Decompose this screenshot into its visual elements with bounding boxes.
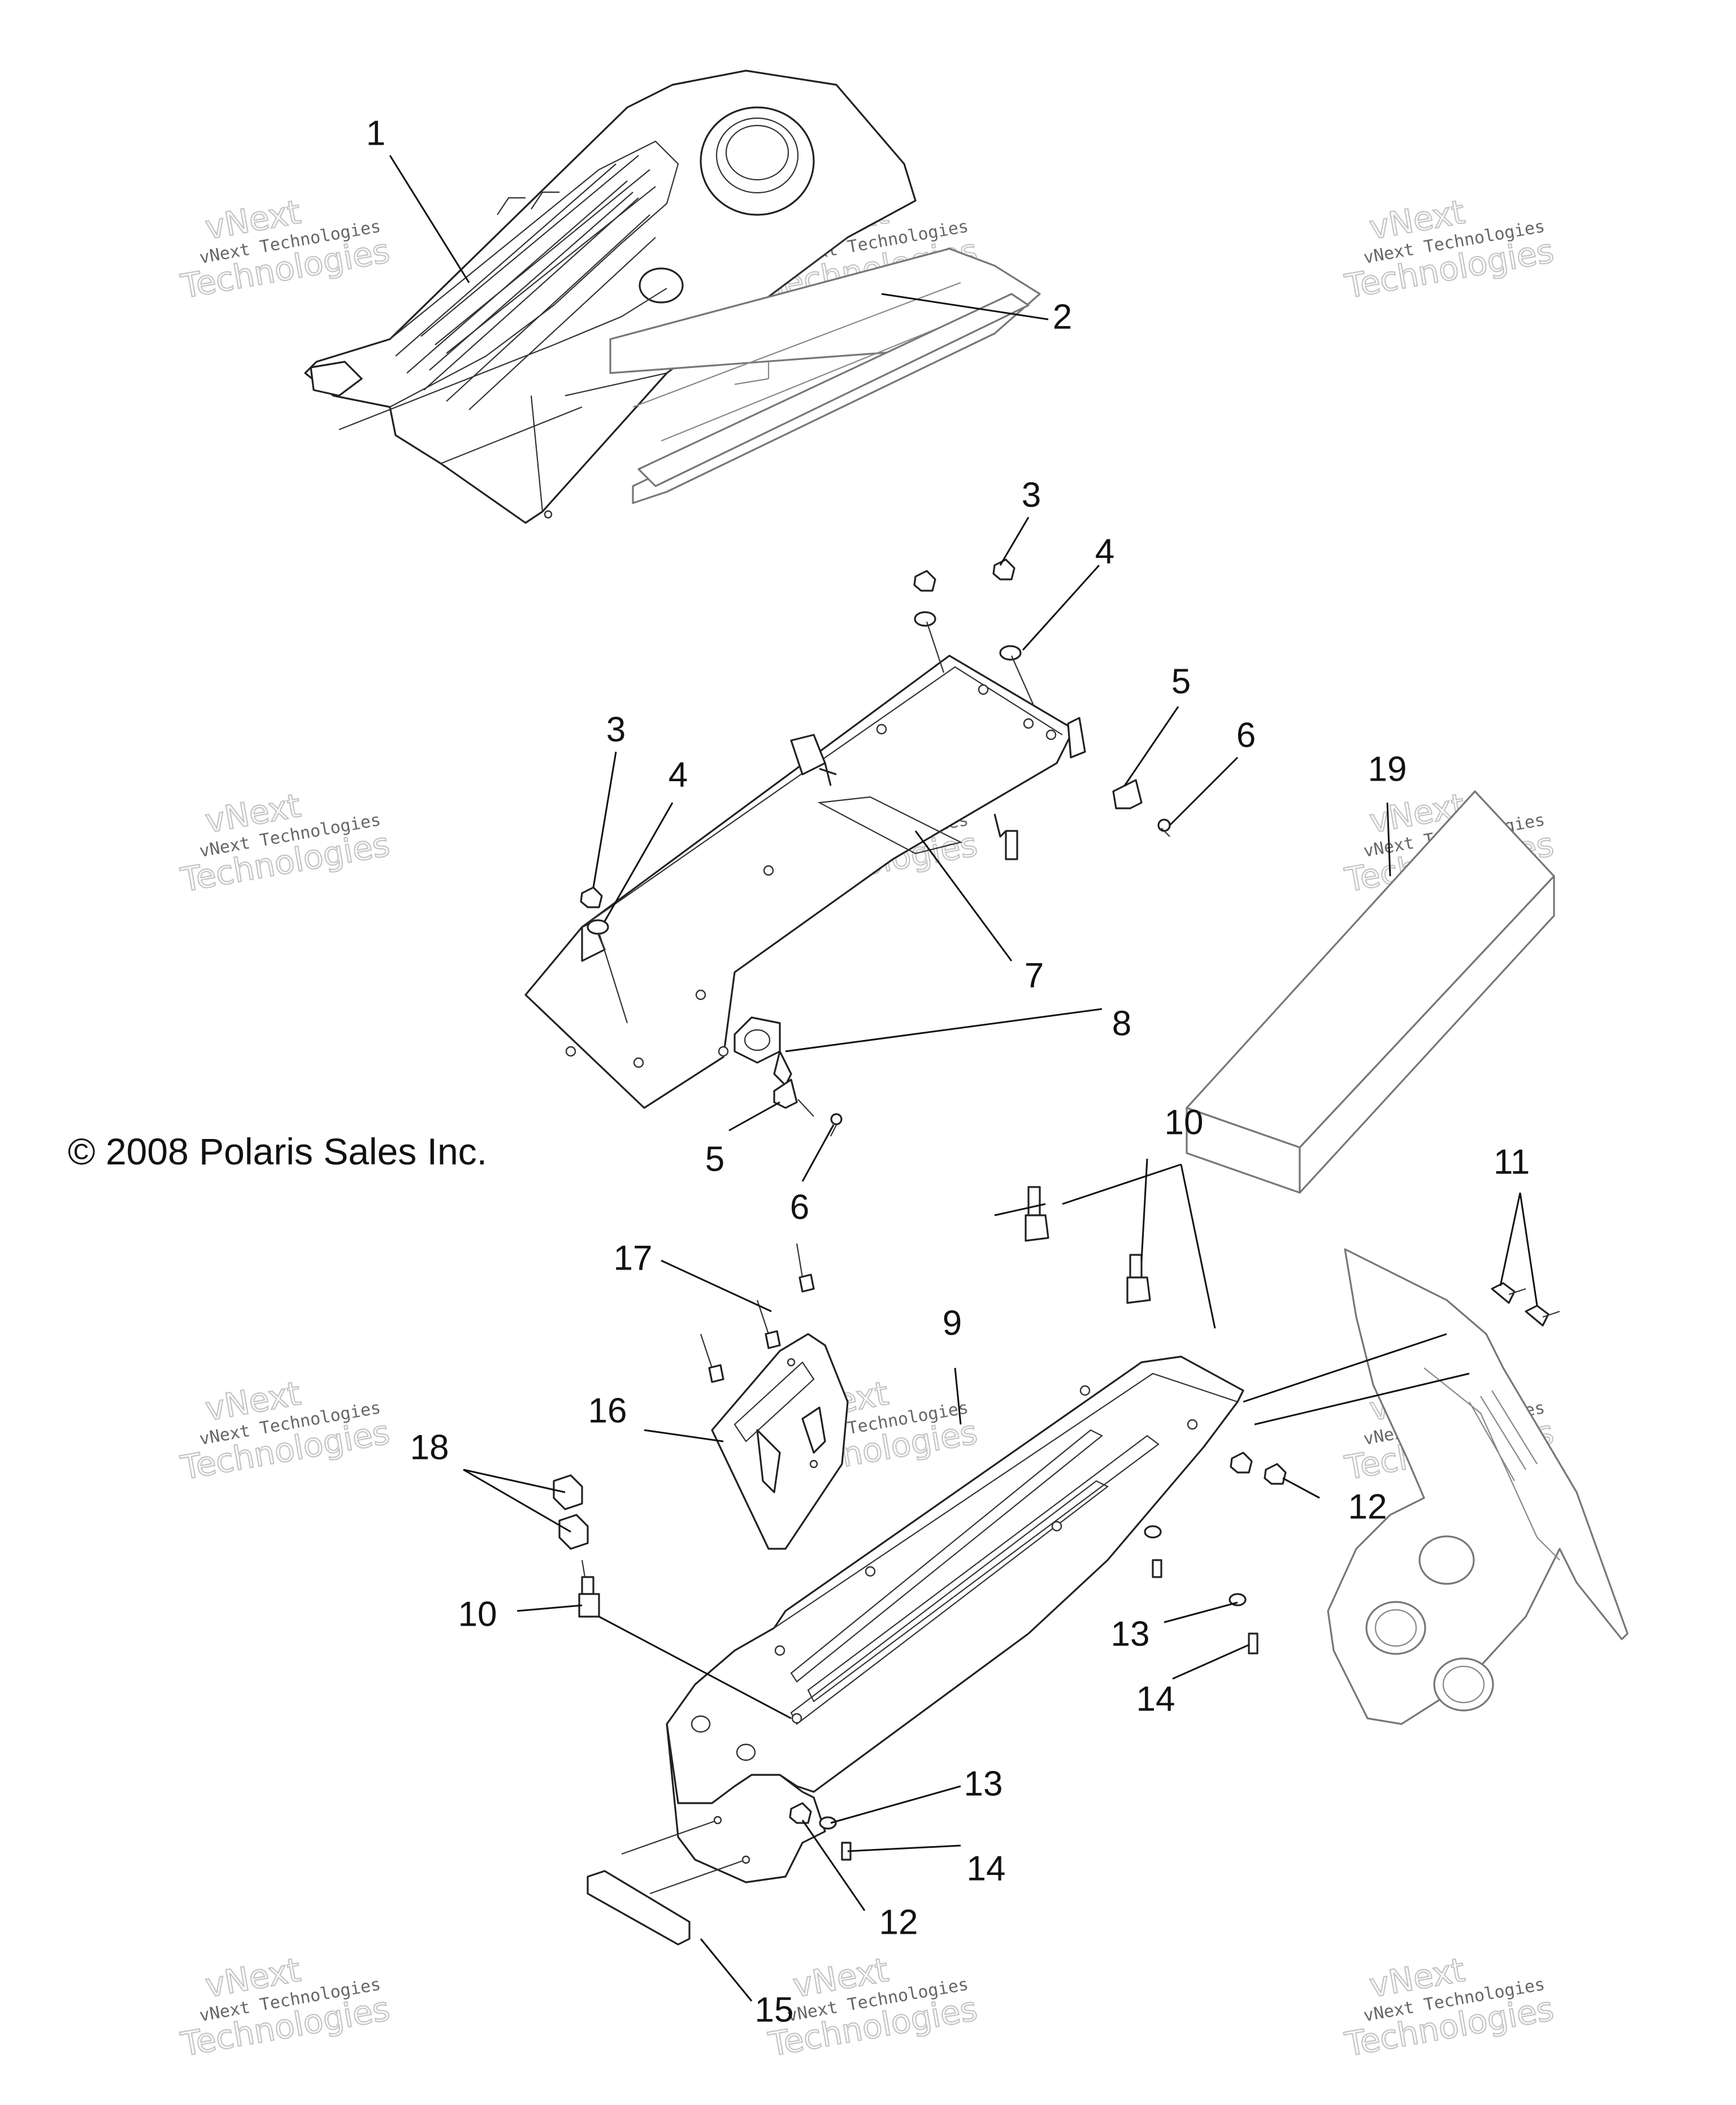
callout-6: 6 — [1236, 716, 1256, 755]
callout-10: 10 — [1165, 1103, 1204, 1142]
callout-10b: 10 — [458, 1595, 497, 1634]
clip-5-screw-6-upper — [1112, 779, 1171, 837]
callout-6b: 6 — [790, 1188, 809, 1227]
clip-5-screw-6-lower — [773, 1079, 843, 1137]
callout-13: 13 — [1111, 1614, 1150, 1653]
vent-cap — [310, 361, 363, 397]
callout-3b: 3 — [606, 710, 626, 749]
part-1-airbox — [304, 70, 917, 524]
fasteners-3-4 — [580, 558, 1035, 1024]
callout-14: 14 — [1136, 1679, 1175, 1718]
callout-5b: 5 — [705, 1140, 724, 1179]
part-9-skid-plate — [666, 1355, 1244, 1883]
callout-19: 19 — [1368, 750, 1407, 789]
callout-2: 2 — [1053, 297, 1072, 336]
callout-17: 17 — [614, 1238, 653, 1277]
intake-boot — [700, 106, 815, 216]
watermark: vNext vNext Technologies Technologies — [1342, 192, 1557, 307]
part-15-front-plate — [587, 1816, 750, 1946]
callout-9: 9 — [943, 1303, 962, 1342]
part-16-mount-bracket — [711, 1333, 849, 1550]
callout-8: 8 — [1112, 1004, 1131, 1043]
callout-18: 18 — [410, 1428, 449, 1467]
small-fasteners — [789, 1452, 1287, 1861]
watermark: vNext vNext Technologies Technologies — [177, 1374, 393, 1488]
callout-7: 7 — [1025, 956, 1044, 995]
part-17-bolts — [700, 1243, 815, 1383]
part-19-foam-block — [1186, 790, 1555, 1194]
ghost-skid-guard — [1327, 1248, 1629, 1725]
leader-lines — [389, 155, 1538, 2002]
watermark: vNext vNext Technologies Technologies — [177, 192, 393, 307]
callout-12b: 12 — [879, 1903, 918, 1942]
callout-12: 12 — [1348, 1487, 1387, 1526]
front-bracket — [666, 1723, 826, 1883]
part-8-clamp — [734, 1016, 792, 1086]
callout-4b: 4 — [669, 755, 688, 794]
callouts: 1 2 3 3 4 4 5 5 6 6 7 8 9 10 10 11 12 12… — [366, 114, 1530, 2029]
part-10-standoffs-upper — [1025, 1186, 1151, 1304]
callout-11: 11 — [1494, 1142, 1530, 1181]
callout-5: 5 — [1171, 662, 1191, 701]
watermark: vNext vNext Technologies Technologies — [177, 786, 393, 900]
part-18-spacers — [553, 1474, 600, 1618]
callout-4: 4 — [1095, 532, 1114, 571]
callout-14b: 14 — [967, 1849, 1006, 1888]
watermark: vNext vNext Technologies Technologies — [1342, 1950, 1557, 2065]
part-11-bolts — [1491, 1282, 1560, 1327]
part-2-gasket-strip — [609, 248, 1041, 504]
callout-15: 15 — [755, 1990, 794, 2029]
callout-3: 3 — [1022, 475, 1041, 514]
watermark: vNext vNext Technologies Technologies — [177, 1950, 393, 2065]
copyright-notice: © 2008 Polaris Sales Inc. — [68, 1131, 487, 1172]
callout-13b: 13 — [964, 1764, 1003, 1803]
callout-16: 16 — [588, 1391, 627, 1430]
part-7-tray-plate — [524, 655, 1086, 1109]
callout-1: 1 — [366, 114, 385, 153]
